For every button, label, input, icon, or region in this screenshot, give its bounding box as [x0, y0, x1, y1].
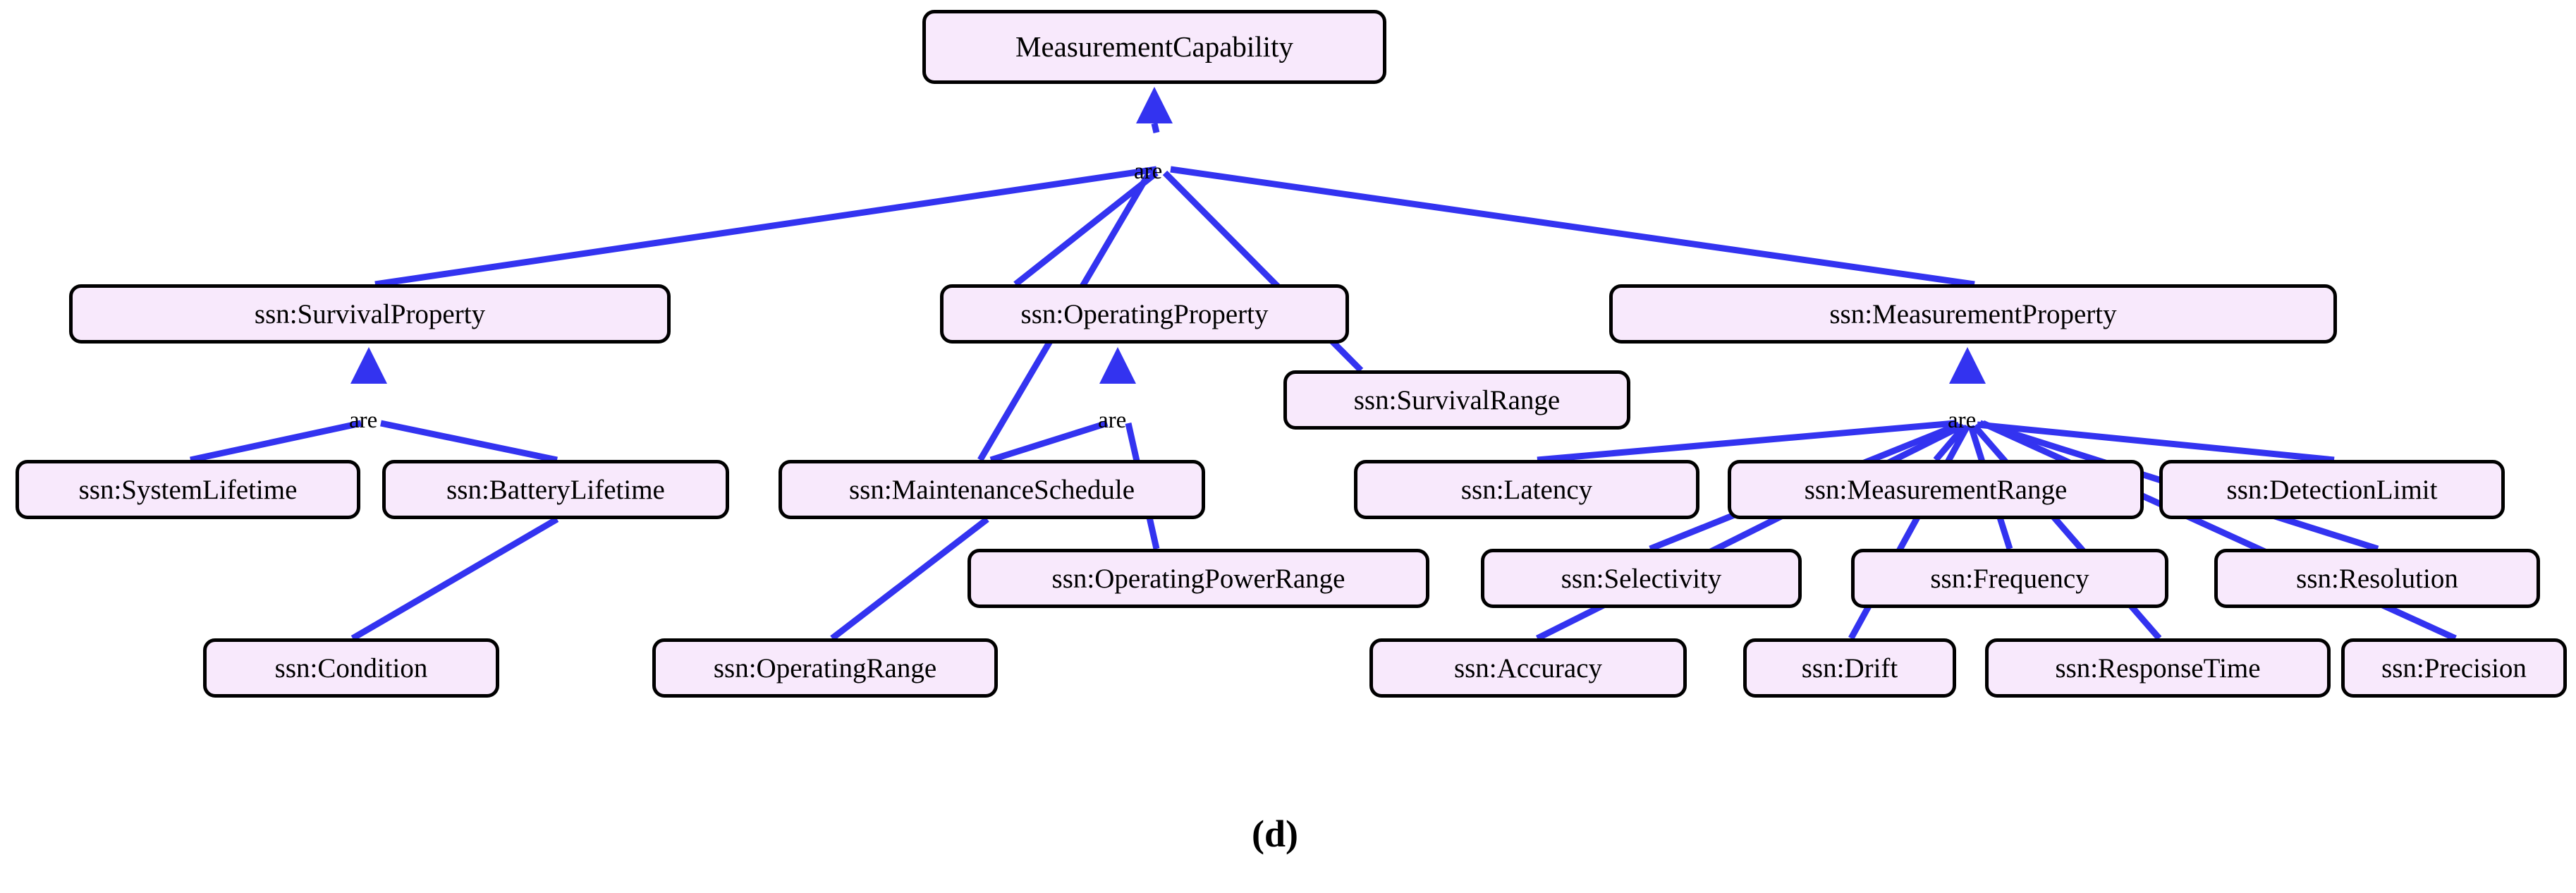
node-label: ssn:Frequency [1930, 563, 2089, 594]
edge-measurement-to-latency [1537, 420, 1955, 463]
node-label: ssn:MaintenanceSchedule [848, 474, 1135, 505]
node-label: ssn:SurvivalRange [1353, 384, 1561, 415]
node-latency[interactable]: ssn:Latency [1354, 460, 1699, 519]
node-label: ssn:DetectionLimit [2226, 474, 2438, 505]
edge-cap-to-measurementproperty [1170, 166, 1975, 288]
node-maintenanceschedule[interactable]: ssn:MaintenanceSchedule [779, 460, 1205, 519]
node-label: ssn:OperatingPowerRange [1051, 563, 1345, 594]
arrowhead-j-survival [350, 347, 387, 384]
edge-cap-to-operatingproperty [1013, 170, 1159, 287]
node-operatingproperty[interactable]: ssn:OperatingProperty [940, 284, 1349, 344]
node-detectionlimit[interactable]: ssn:DetectionLimit [2159, 460, 2505, 519]
node-condition[interactable]: ssn:Condition [203, 638, 499, 698]
edge-survival-to-batterylifetime [380, 420, 558, 463]
node-label: MeasurementCapability [1015, 30, 1293, 63]
node-label: ssn:SystemLifetime [78, 474, 298, 505]
node-frequency[interactable]: ssn:Frequency [1851, 549, 2168, 608]
edge-measurement-to-measurementrange [1933, 424, 1967, 462]
junction-arrows-group [350, 87, 1986, 384]
arrowhead-j-measurement [1949, 347, 1986, 384]
node-resolution[interactable]: ssn:Resolution [2214, 549, 2540, 608]
node-responsetime[interactable]: ssn:ResponseTime [1985, 638, 2331, 698]
edge-maintenance-to-operatingrange [830, 516, 989, 641]
node-precision[interactable]: ssn:Precision [2341, 638, 2567, 698]
node-label: ssn:SurvivalProperty [254, 298, 486, 329]
edge-stem-j-capability [1151, 122, 1160, 134]
node-label: ssn:Precision [2381, 652, 2527, 684]
edge-label-j-survival: are [349, 408, 378, 433]
node-label: ssn:Drift [1801, 652, 1898, 684]
edge-label-j-capability: are [1134, 159, 1163, 184]
node-label: ssn:MeasurementRange [1804, 474, 2068, 505]
node-label: ssn:BatteryLifetime [446, 474, 665, 505]
node-survivalrange[interactable]: ssn:SurvivalRange [1283, 370, 1630, 430]
arrowhead-j-capability [1136, 87, 1173, 123]
edge-survival-to-systemlifetime [190, 420, 362, 463]
node-label: ssn:Condition [274, 652, 428, 684]
node-label: ssn:OperatingProperty [1020, 298, 1269, 329]
edge-measurement-to-detectionlimit [1977, 421, 2335, 463]
node-label: ssn:Selectivity [1561, 563, 1722, 594]
node-label: ssn:MeasurementProperty [1829, 298, 2117, 329]
edge-label-j-measurement: are [1948, 408, 1977, 433]
node-measurementproperty[interactable]: ssn:MeasurementProperty [1609, 284, 2337, 344]
node-drift[interactable]: ssn:Drift [1743, 638, 1956, 698]
edge-label-j-operating: are [1098, 408, 1127, 433]
node-measurementrange[interactable]: ssn:MeasurementRange [1728, 460, 2144, 519]
node-selectivity[interactable]: ssn:Selectivity [1481, 549, 1802, 608]
arrowhead-j-operating [1099, 347, 1136, 384]
edge-battery-to-condition [350, 516, 559, 641]
node-label: ssn:Latency [1460, 474, 1593, 505]
node-batterylifetime[interactable]: ssn:BatteryLifetime [382, 460, 729, 519]
node-label: ssn:Accuracy [1453, 652, 1603, 684]
node-accuracy[interactable]: ssn:Accuracy [1369, 638, 1687, 698]
node-measurementcapability[interactable]: MeasurementCapability [922, 10, 1386, 84]
node-label: ssn:OperatingRange [713, 652, 937, 684]
node-operatingrange[interactable]: ssn:OperatingRange [652, 638, 998, 698]
edge-operating-to-maintenanceschedule [989, 420, 1109, 463]
node-survivalproperty[interactable]: ssn:SurvivalProperty [69, 284, 671, 344]
figure-caption: (d) [1252, 813, 1298, 855]
node-operatingpowerrange[interactable]: ssn:OperatingPowerRange [967, 549, 1429, 608]
node-systemlifetime[interactable]: ssn:SystemLifetime [16, 460, 360, 519]
node-label: ssn:Resolution [2296, 563, 2458, 594]
node-label: ssn:ResponseTime [2055, 652, 2261, 684]
edge-cap-to-survivalproperty [374, 166, 1157, 288]
